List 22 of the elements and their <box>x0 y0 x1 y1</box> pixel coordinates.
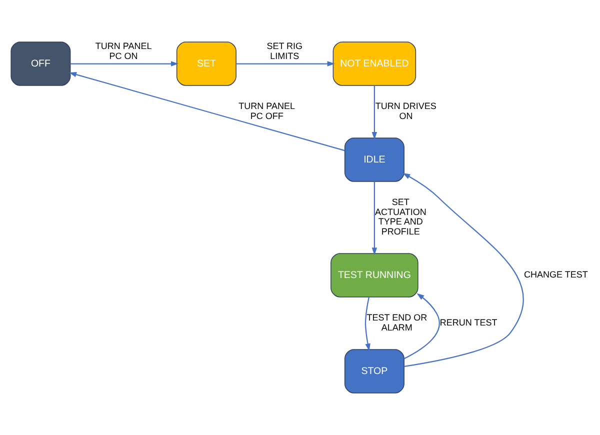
edge-label: TEST END OR ALARM <box>366 312 428 332</box>
arrow <box>372 86 378 140</box>
arrow <box>364 296 370 352</box>
node-box: NOT ENABLED <box>332 42 416 86</box>
node-box: SET <box>176 42 236 86</box>
edge-label: SET RIG LIMITS <box>266 41 303 61</box>
edge-label: TURN PANEL PC ON <box>95 41 152 61</box>
node-box: TEST RUNNING <box>330 253 418 298</box>
node-box: OFF <box>10 42 71 86</box>
node-box: STOP <box>344 349 404 394</box>
arrow <box>236 61 335 66</box>
edge-label: SET ACTUATION TYPE AND PROFILE <box>375 197 426 236</box>
arrow <box>70 61 178 66</box>
edge-label: CHANGE TEST <box>524 270 588 280</box>
edge-label: RERUN TEST <box>440 318 498 328</box>
arrow <box>402 173 524 368</box>
edge-label: TURN DRIVES ON <box>375 101 436 121</box>
arrow <box>372 182 378 256</box>
arrow <box>68 72 345 152</box>
arrow <box>404 293 440 360</box>
edge-label: TURN PANEL PC OFF <box>238 101 295 121</box>
node-box: IDLE <box>344 138 404 182</box>
